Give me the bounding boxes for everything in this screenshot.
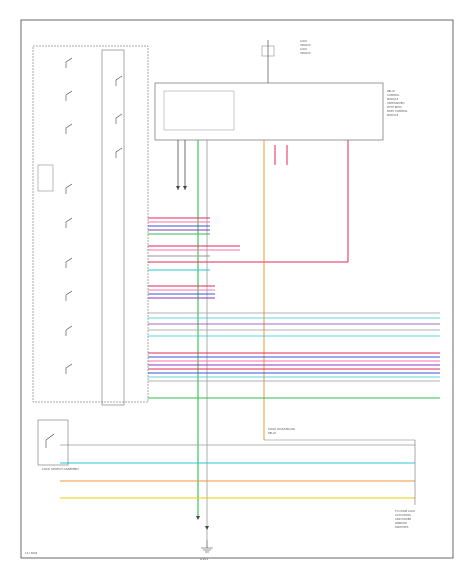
footer-code: 111 3604 bbox=[25, 551, 38, 555]
right-note-3: MODULE bbox=[387, 97, 399, 101]
switch-module-box bbox=[32, 45, 149, 403]
right-note-5: WITH BCM) bbox=[387, 105, 401, 109]
bottom-right-note-4: WINDOW bbox=[395, 521, 407, 525]
top-right-note-2: UNLOCK bbox=[300, 43, 311, 47]
wire-bus-long-b bbox=[148, 352, 440, 399]
lock-switch-label: LOCK SWITCH ASSEMBLY bbox=[42, 467, 79, 471]
ground-label: G101 bbox=[200, 557, 208, 561]
ground-symbol bbox=[201, 547, 213, 553]
lock-switch-symbol bbox=[45, 433, 55, 448]
connector-arrows bbox=[176, 186, 209, 530]
top-right-note-3: LOCK bbox=[300, 47, 307, 51]
bottom-right-note-1: TO DOOR LOCK bbox=[395, 509, 415, 513]
switch-symbols bbox=[65, 57, 123, 374]
outer-frame bbox=[20, 19, 454, 559]
right-note-2: CONTROL bbox=[387, 93, 400, 97]
wire-bus-upper bbox=[148, 217, 240, 271]
fuse-box bbox=[261, 45, 275, 57]
mid-note-2: RELAY bbox=[268, 431, 277, 435]
top-right-note-1: LOCK bbox=[300, 39, 307, 43]
wire-bus-bottom bbox=[60, 444, 415, 499]
mid-note-1: DOOR LOCK/UNLOCK bbox=[268, 427, 296, 431]
top-right-note-4: UNLOCK bbox=[300, 51, 311, 55]
wire-bus-long-a bbox=[148, 312, 440, 337]
relay-inner-box bbox=[163, 90, 235, 131]
wire-bus-middle bbox=[148, 285, 215, 299]
right-note-7: MODULE bbox=[387, 113, 399, 117]
right-note-4: (INTEGRATED bbox=[387, 101, 404, 105]
relay-module-box bbox=[154, 82, 384, 141]
right-note-6: BODY CONTROL bbox=[387, 109, 408, 113]
switch-group-box bbox=[37, 164, 54, 192]
bottom-right-note-5: SWITCHES bbox=[395, 525, 409, 529]
lock-switch-box bbox=[37, 419, 69, 466]
bottom-right-note-3: AND POWER bbox=[395, 517, 411, 521]
bottom-right-note-2: ACTUATORS bbox=[395, 513, 411, 517]
switch-connector-block bbox=[101, 49, 125, 406]
right-note-1: RELAY bbox=[387, 89, 396, 93]
